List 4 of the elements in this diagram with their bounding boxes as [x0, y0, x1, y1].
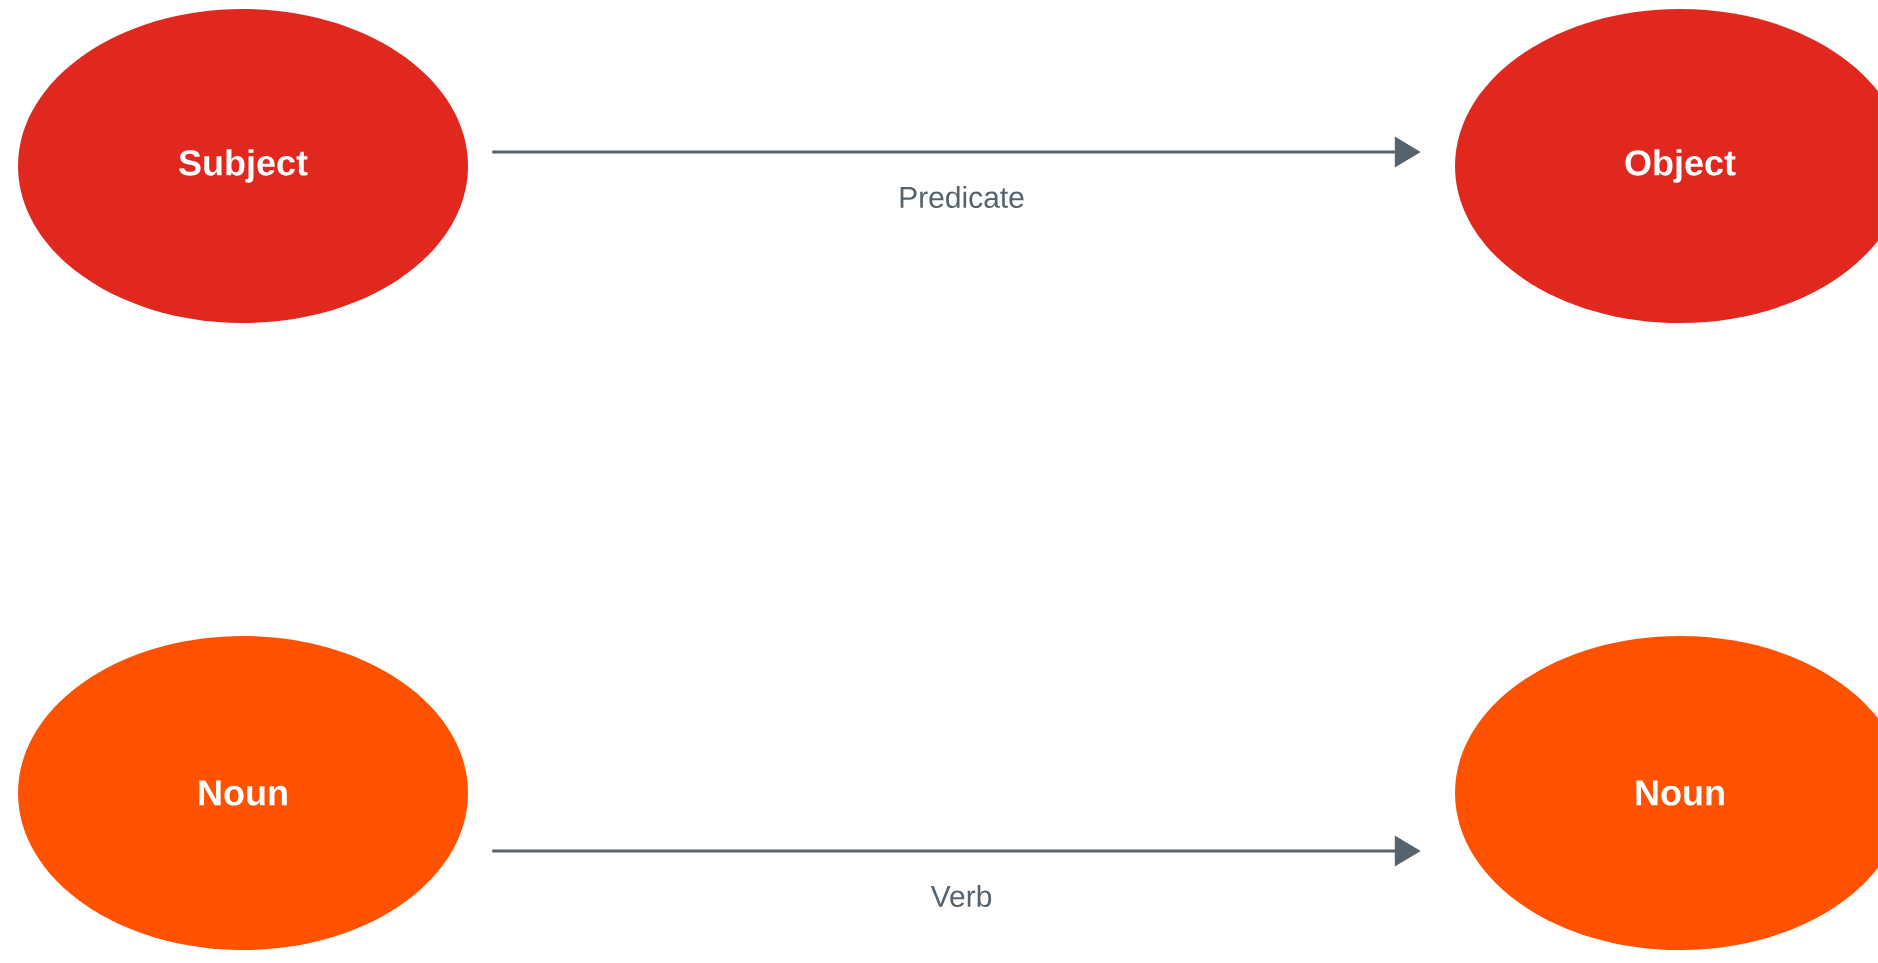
ellipse-node: Subject — [18, 9, 468, 323]
ellipse-node: Noun — [18, 636, 468, 950]
edge-label: Verb — [930, 885, 992, 907]
edge-label: Predicate — [900, 186, 1024, 208]
